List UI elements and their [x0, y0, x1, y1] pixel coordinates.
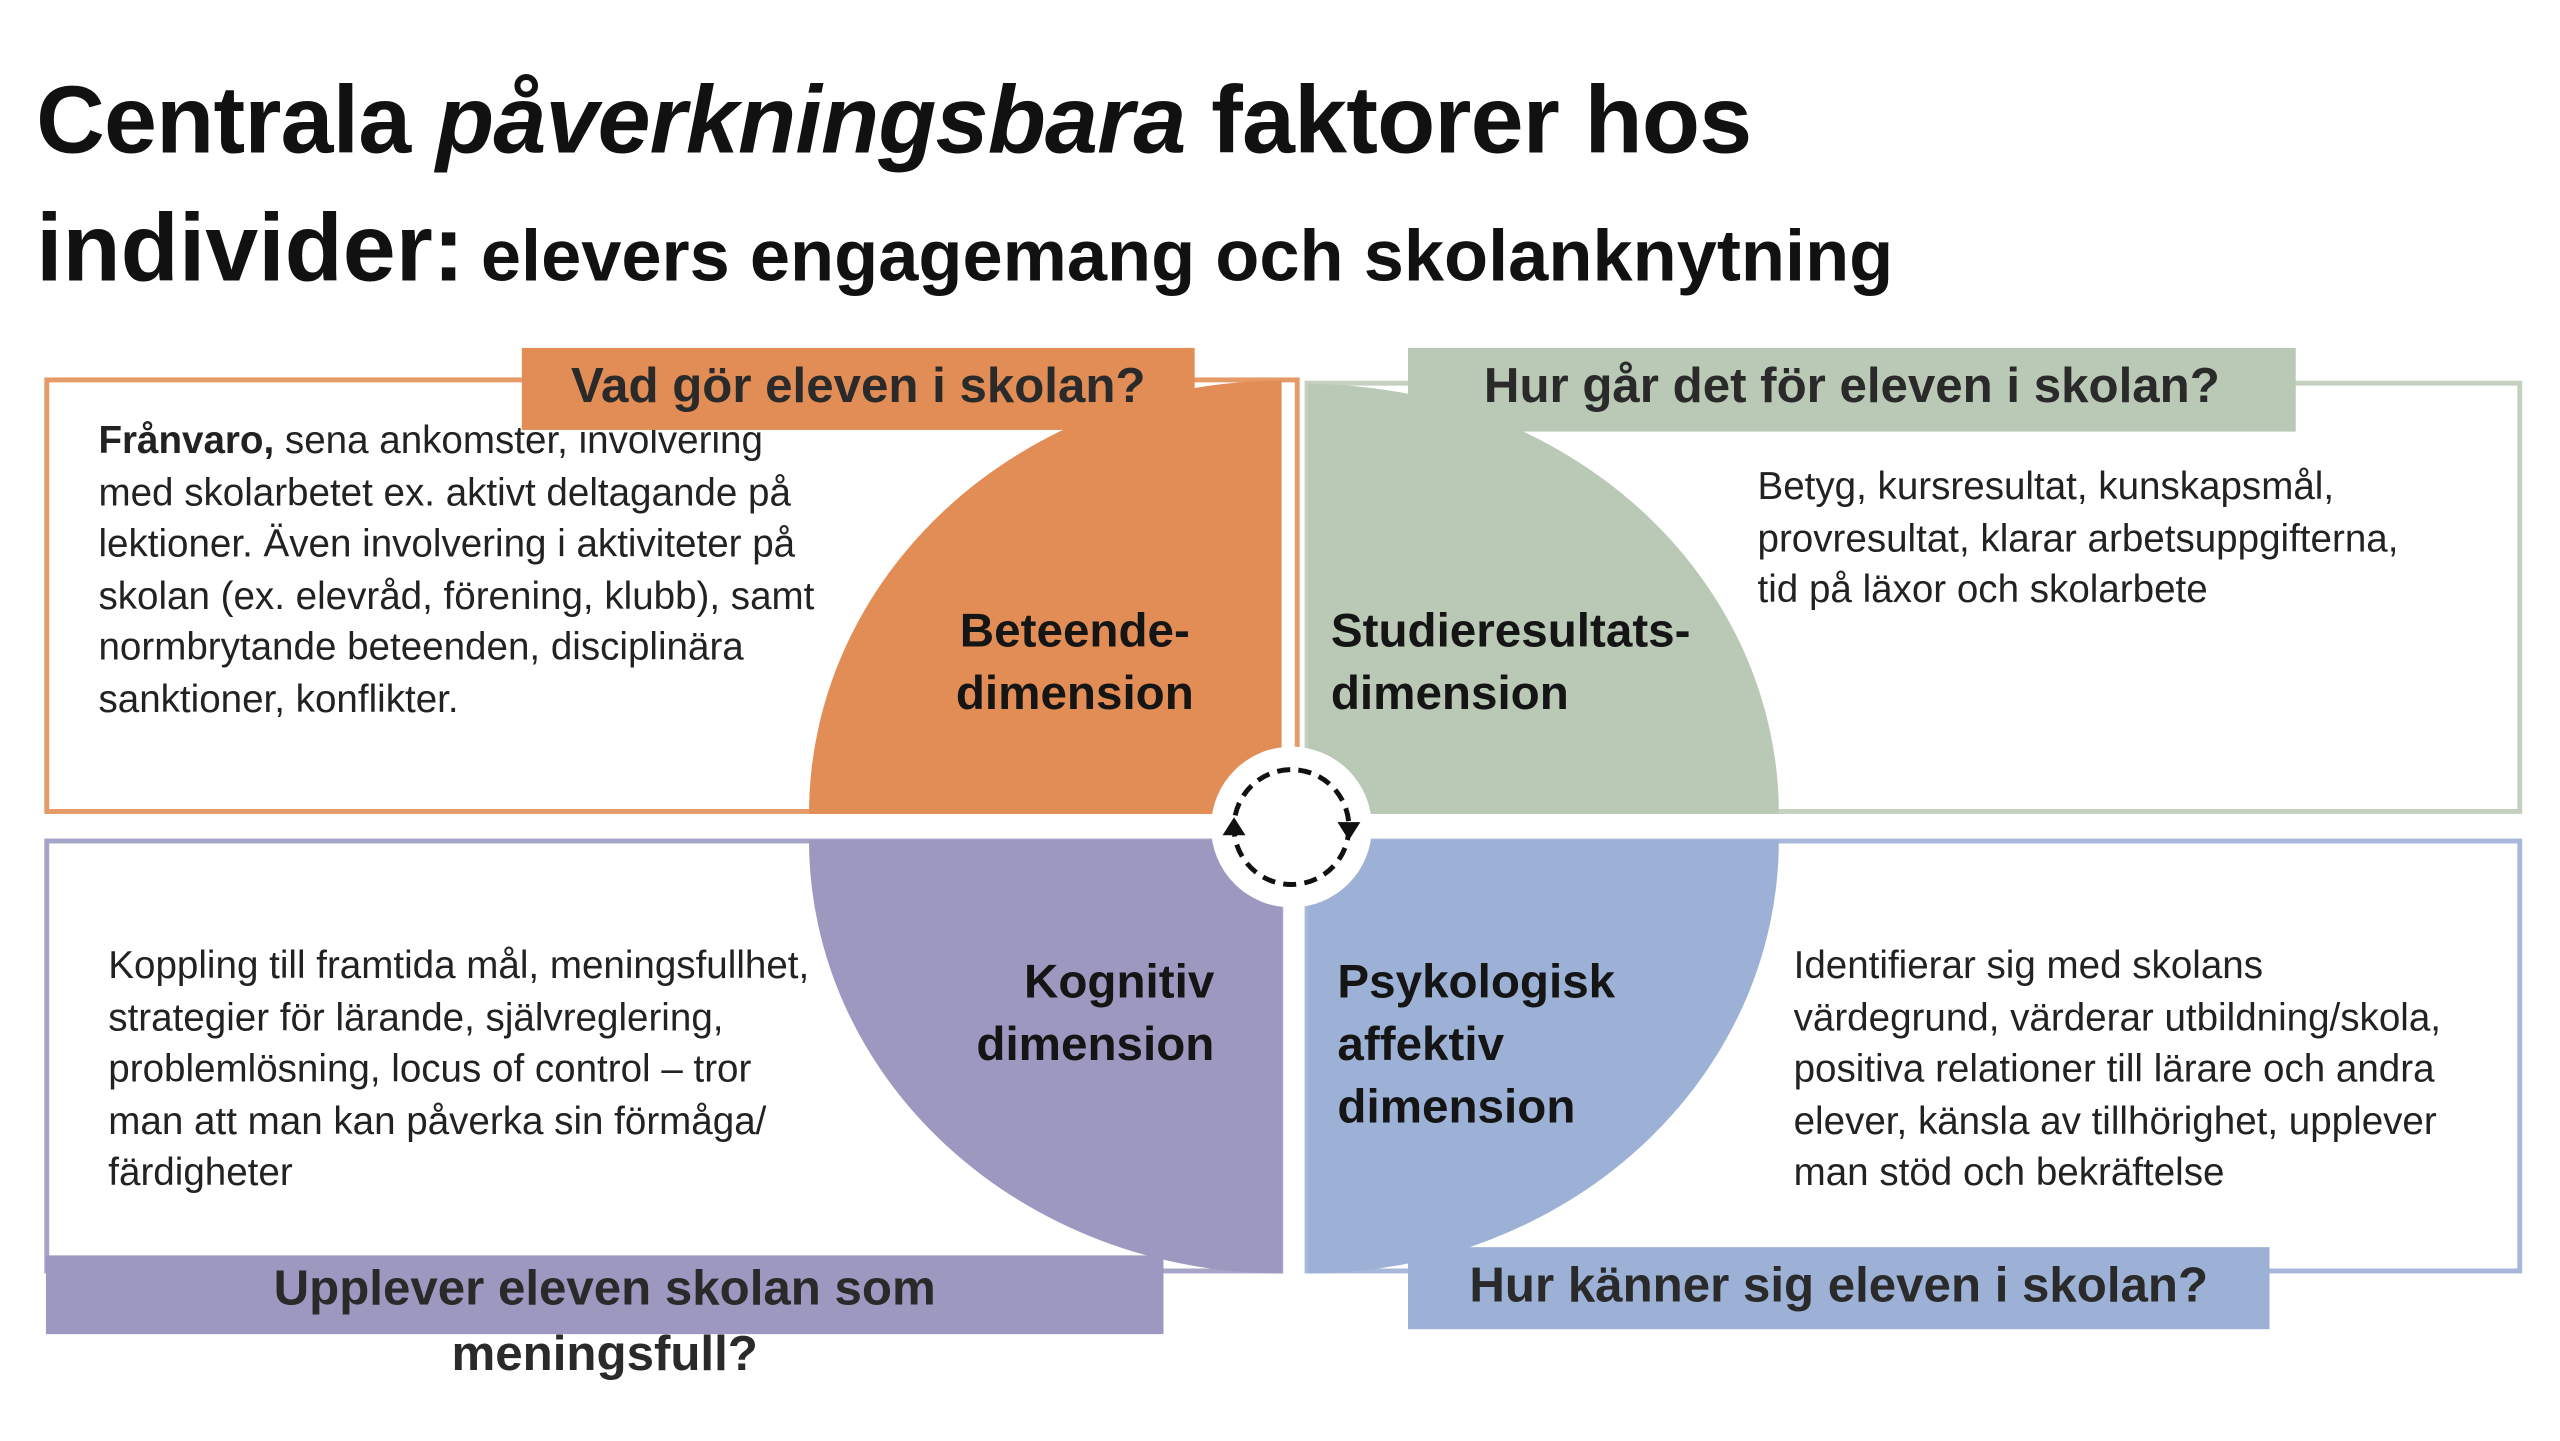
- title-text: Centrala: [36, 67, 437, 174]
- beteende-dimension-label: Beteende-dimension: [955, 605, 1194, 721]
- title-subtitle: elevers engagemang och skolanknytning: [480, 216, 1894, 298]
- beteende-description: Frånvaro, sena ankomster, involvering me…: [98, 418, 815, 721]
- kognitiv-description: Koppling till framtida mål, meningsfullh…: [108, 943, 810, 1194]
- psykologisk-description: Identifierar sig med skolans värdegrund,…: [1793, 943, 2442, 1194]
- slide-title-line2: individer:elevers engagemang och skolank…: [36, 194, 1893, 304]
- kognitiv-question-bg: [45, 1255, 1164, 1335]
- studieresultat-description: Betyg, kursresultat, kunskapsmål, provre…: [1757, 464, 2399, 611]
- title-italic-text: påverkningsbara: [436, 67, 1186, 174]
- kognitiv-question: Upplever eleven skolan som meningsfull?: [273, 1261, 936, 1382]
- title-text: faktorer hos: [1185, 67, 1752, 174]
- beteende-question: Vad gör eleven i skolan?: [521, 347, 1195, 430]
- title-text: individer:: [36, 195, 465, 302]
- slide-title-line1: Centrala påverkningsbara faktorer hos: [36, 66, 1752, 176]
- cycle-arrows-icon: [1211, 746, 1372, 908]
- psykologisk-question: Hur känner sig eleven i skolan?: [1407, 1247, 2270, 1330]
- studieresultat-dimension-label: Studieresultats-dimension: [1330, 605, 1691, 721]
- studieresultat-question: Hur går det för eleven i skolan?: [1407, 347, 2296, 432]
